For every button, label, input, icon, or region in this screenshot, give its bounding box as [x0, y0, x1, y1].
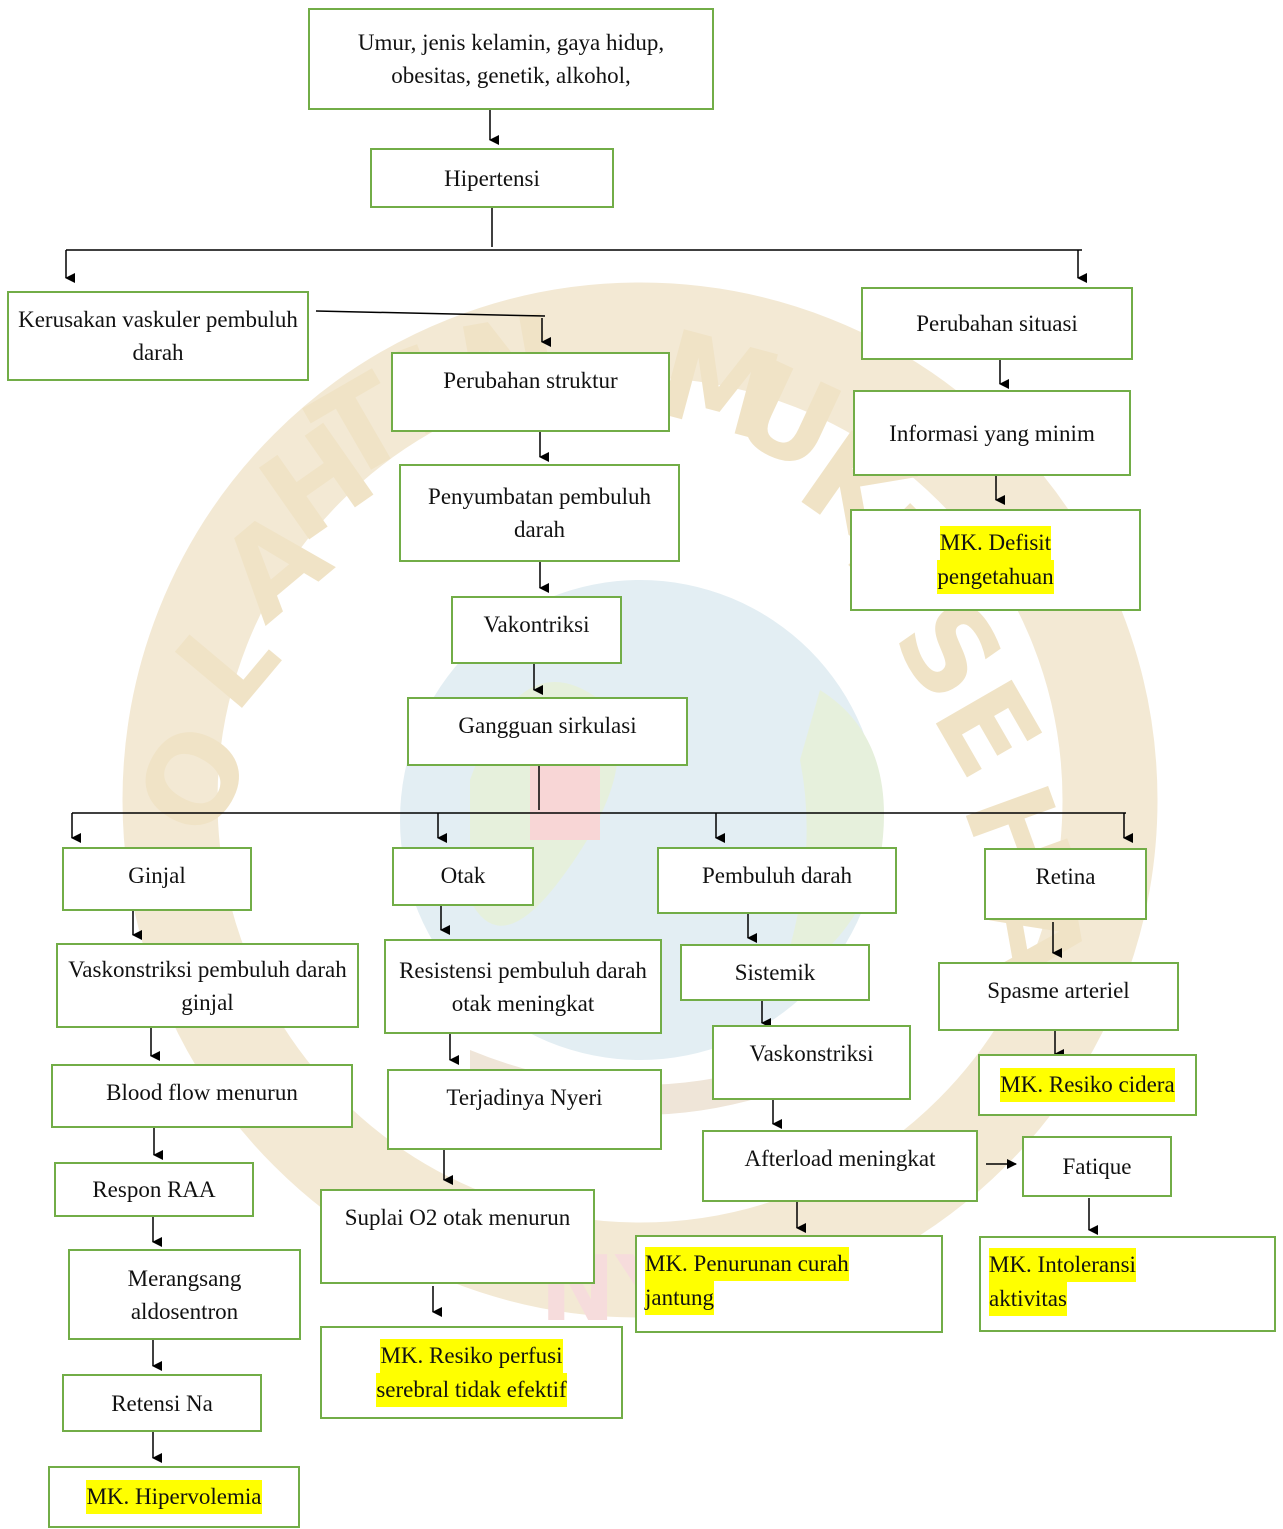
- node-otak: Otak: [392, 847, 534, 906]
- node-informasi-minim: Informasi yang minim: [853, 390, 1131, 476]
- node-suplai-label: Suplai O2 otak menurun: [344, 1205, 571, 1230]
- node-hipertensi: Hipertensi: [370, 148, 614, 208]
- node-perubahan-situasi: Perubahan situasi: [861, 287, 1133, 360]
- node-fatique-label: Fatique: [1062, 1154, 1132, 1179]
- node-spasme-label: Spasme arteriel: [987, 978, 1130, 1003]
- node-informasi-label: Informasi yang minim: [889, 420, 1095, 446]
- watermark-cross: [530, 760, 600, 840]
- node-hipertensi-label: Hipertensi: [444, 165, 540, 191]
- node-mk-defisit-label-1: MK. Defisit: [939, 526, 1052, 560]
- node-mk-defisit-pengetahuan: MK. Defisit pengetahuan: [850, 509, 1141, 611]
- node-vaskonstriksi-ginjal: Vaskonstriksi pembuluh darah ginjal: [56, 943, 359, 1028]
- node-merangsang-label: Merangsang aldosentron: [127, 1265, 242, 1324]
- node-mk-intoleransi: MK. Intoleransi aktivitas: [979, 1236, 1276, 1332]
- node-pembuluh-label: Pembuluh darah: [701, 863, 853, 888]
- node-mk-perfusi-label-1: MK. Resiko perfusi: [380, 1338, 563, 1373]
- node-blood-flow: Blood flow menurun: [51, 1064, 353, 1128]
- node-mk-defisit-label-2: pengetahuan: [937, 560, 1054, 594]
- node-risk-factors: Umur, jenis kelamin, gaya hidup, obesita…: [308, 8, 714, 110]
- node-retensi-na: Retensi Na: [62, 1374, 262, 1432]
- node-vakontriksi: Vakontriksi: [451, 596, 622, 664]
- node-retensi-label: Retensi Na: [111, 1390, 213, 1416]
- node-respon-raa: Respon RAA: [54, 1162, 254, 1217]
- line-kerusakan-right: [315, 310, 546, 317]
- node-respon-raa-label: Respon RAA: [92, 1177, 216, 1202]
- node-vaskonstriksi-label: Vaskonstriksi: [749, 1041, 874, 1066]
- node-penyumbatan: Penyumbatan pembuluh darah: [399, 464, 680, 562]
- node-retina-label: Retina: [1035, 864, 1096, 889]
- node-sistemik-label: Sistemik: [734, 960, 816, 985]
- node-mk-hipervolemia: MK. Hipervolemia: [48, 1466, 300, 1528]
- node-kerusakan-label: Kerusakan vaskuler pembuluh darah: [18, 307, 298, 365]
- node-retina: Retina: [984, 848, 1147, 920]
- node-mk-curah-label-1: MK. Penurunan curah: [645, 1247, 849, 1281]
- node-perubahan-struktur-label: Perubahan struktur: [443, 368, 618, 393]
- node-mk-intoleransi-label-1: MK. Intoleransi: [989, 1248, 1136, 1282]
- node-afterload-label: Afterload meningkat: [744, 1146, 936, 1171]
- node-mk-resiko-cidera: MK. Resiko cidera: [978, 1054, 1197, 1116]
- node-vakontriksi-label: Vakontriksi: [483, 612, 590, 637]
- node-ginjal: Ginjal: [62, 847, 252, 911]
- node-penyumbatan-label: Penyumbatan pembuluh darah: [428, 484, 651, 542]
- node-mk-cidera-label: MK. Resiko cidera: [1000, 1068, 1175, 1102]
- node-perubahan-struktur: Perubahan struktur: [391, 352, 670, 432]
- node-terjadinya-nyeri: Terjadinya Nyeri: [387, 1069, 662, 1150]
- node-merangsang-aldosentron: Merangsang aldosentron: [68, 1249, 301, 1340]
- node-nyeri-label: Terjadinya Nyeri: [446, 1085, 603, 1110]
- node-mk-resiko-perfusi: MK. Resiko perfusi serebral tidak efekti…: [320, 1326, 623, 1419]
- node-sistemik: Sistemik: [680, 944, 870, 1001]
- node-blood-flow-label: Blood flow menurun: [106, 1080, 298, 1105]
- node-afterload: Afterload meningkat: [702, 1130, 978, 1202]
- node-fatique: Fatique: [1022, 1136, 1172, 1197]
- node-gangguan-sirkulasi: Gangguan sirkulasi: [407, 697, 688, 766]
- node-mk-curah-label-2: jantung: [645, 1281, 714, 1315]
- node-resistensi-otak: Resistensi pembuluh darah otak meningkat: [384, 939, 662, 1034]
- node-mk-perfusi-label-2: serebral tidak efektif: [376, 1372, 567, 1407]
- node-vaskonstriksi: Vaskonstriksi: [712, 1025, 911, 1100]
- node-resistensi-label: Resistensi pembuluh darah otak meningkat: [399, 957, 647, 1016]
- node-ginjal-label: Ginjal: [128, 863, 186, 888]
- node-perubahan-situasi-label: Perubahan situasi: [916, 311, 1078, 336]
- node-otak-label: Otak: [440, 863, 486, 888]
- node-pembuluh-darah: Pembuluh darah: [657, 847, 897, 914]
- node-risk-factors-label: Umur, jenis kelamin, gaya hidup, obesita…: [357, 30, 665, 88]
- node-mk-penurunan-curah: MK. Penurunan curah jantung: [635, 1235, 943, 1333]
- node-mk-hipervolemia-label: MK. Hipervolemia: [86, 1480, 262, 1514]
- node-kerusakan-vaskuler: Kerusakan vaskuler pembuluh darah: [7, 291, 309, 381]
- node-vaskonstriksi-ginjal-label: Vaskonstriksi pembuluh darah ginjal: [68, 956, 347, 1015]
- node-spasme-arteriel: Spasme arteriel: [938, 962, 1179, 1031]
- node-gangguan-label: Gangguan sirkulasi: [458, 713, 637, 738]
- node-mk-intoleransi-label-2: aktivitas: [989, 1282, 1067, 1316]
- node-suplai-o2: Suplai O2 otak menurun: [320, 1189, 595, 1284]
